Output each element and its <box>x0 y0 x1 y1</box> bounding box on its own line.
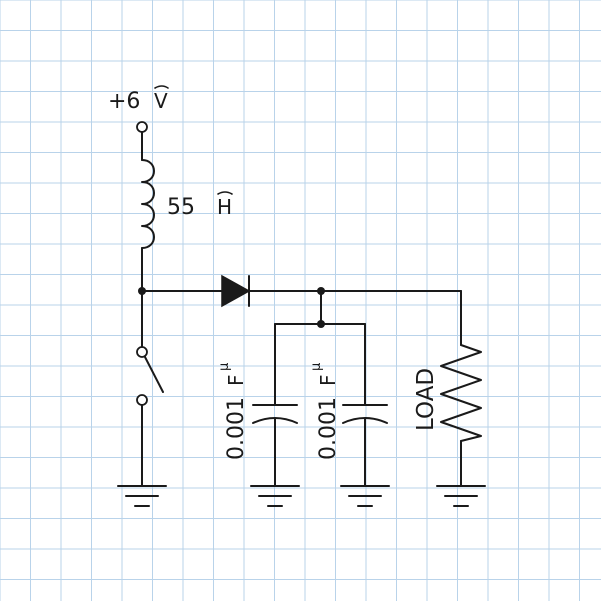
capacitor-1-value-label: 0.001 <box>224 397 249 460</box>
ground-symbol-capacitor-2 <box>340 485 390 507</box>
capacitor-2-prefix-label: μ <box>309 363 324 371</box>
ground-symbol-capacitor-1 <box>250 485 300 507</box>
supply-value-label: +6 <box>108 89 140 114</box>
ground-symbol-load <box>436 485 486 507</box>
inductor-unit-label: H <box>217 195 232 219</box>
ground-symbol-switch <box>117 485 167 507</box>
capacitor-2-value-label: 0.001 <box>316 397 341 460</box>
supply-terminal <box>136 121 148 133</box>
switch-lever <box>144 356 164 393</box>
supply-unit-label: V <box>154 89 168 113</box>
diode-symbol <box>221 274 251 308</box>
switch-terminal-top <box>136 346 148 358</box>
capacitor-1-prefix-label: μ <box>217 363 232 371</box>
capacitor-2-unit-label: F <box>316 374 340 386</box>
inductor-value-label: 55 <box>167 195 195 220</box>
inductor-coil <box>141 159 155 249</box>
inductor-unit-accent <box>217 191 233 195</box>
capacitor-1-unit-label: F <box>224 374 248 386</box>
supply-unit-accent <box>154 85 169 89</box>
switch-terminal-bottom <box>136 394 148 406</box>
load-resistor-zigzag <box>440 344 482 442</box>
load-label: LOAD <box>413 368 439 431</box>
